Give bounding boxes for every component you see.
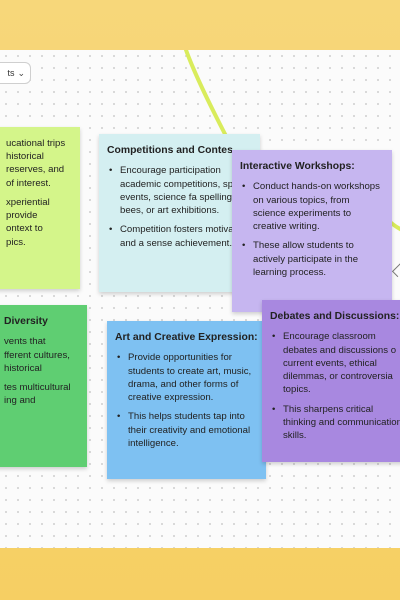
whiteboard-canvas[interactable]: ts ⌄ ucational trips historical reserves… [0,50,400,548]
note-bullet: Provide opportunities for students to cr… [115,351,258,404]
note-text: ucational trips historical reserves, and… [6,138,66,189]
note-text: tes multicultural ing and [4,382,71,407]
sticky-note-field-trips[interactable]: ucational trips historical reserves, and… [0,127,80,289]
note-bullet: Encourage classroom debates and discussi… [270,330,400,396]
note-bullet: Conduct hands-on workshops on various to… [240,180,384,233]
dropdown-label: ts [7,68,15,78]
note-title: Diversity [4,316,48,327]
view-dropdown[interactable]: ts ⌄ [0,62,31,84]
note-text: vents that fferent cultures, historical [4,336,70,374]
sticky-note-debates[interactable]: Debates and Discussions: Encourage class… [262,300,400,462]
note-bullet: This helps students tap into their creat… [115,410,258,450]
note-bullet: Competition fosters motivation and a sen… [107,223,252,249]
note-bullet: Encourage participation academic competi… [107,164,252,217]
note-title: Debates and Discussions: [270,311,400,322]
sticky-note-workshops[interactable]: Interactive Workshops: Conduct hands-on … [232,150,392,312]
note-bullet: These allow students to actively partici… [240,239,384,279]
sticky-note-diversity[interactable]: Diversity vents that fferent cultures, h… [0,305,87,467]
sticky-note-art[interactable]: Art and Creative Expression: Provide opp… [107,321,266,479]
note-bullet: This sharpens critical thinking and comm… [270,403,400,443]
note-title: Art and Creative Expression: [115,332,258,343]
note-text: xperiential provide ontext to pics. [6,196,50,248]
chevron-down-icon: ⌄ [17,67,25,78]
note-title: Interactive Workshops: [240,161,355,172]
note-title: Competitions and Contes [107,145,233,156]
